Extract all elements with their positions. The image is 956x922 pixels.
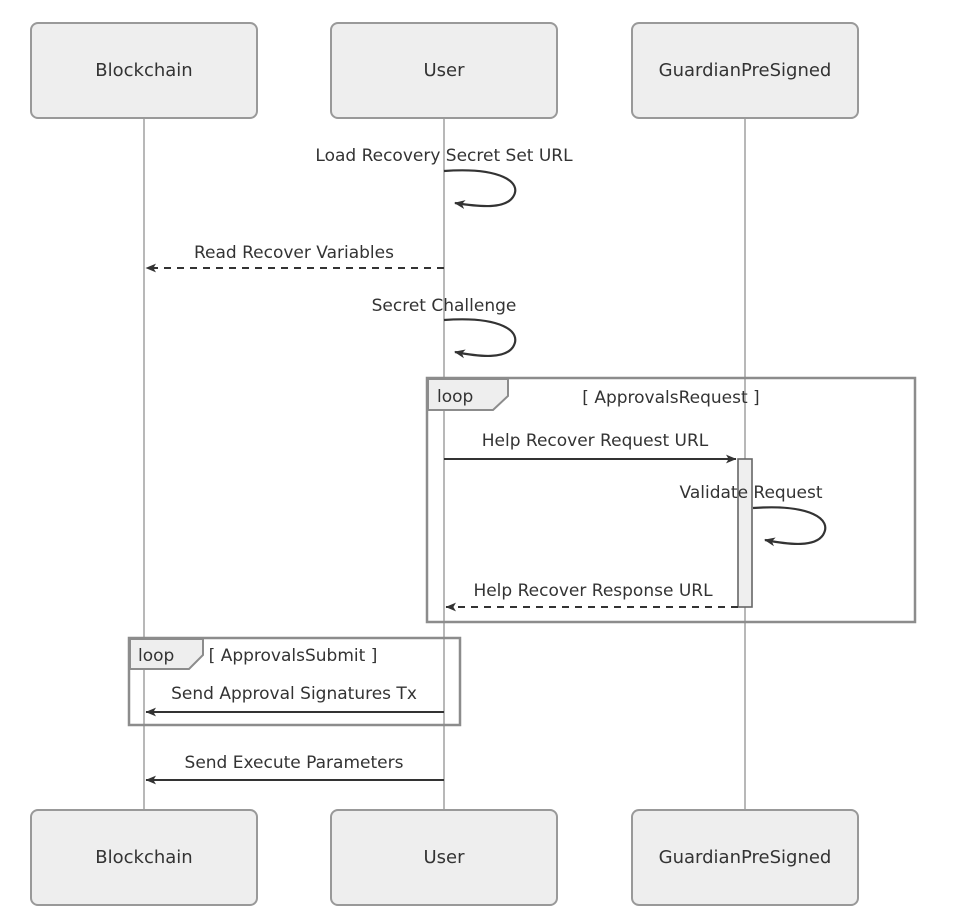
actor-box-rect	[631, 22, 859, 119]
message-send-approval-signatures-tx[interactable]: Send Approval Signatures Tx	[145, 684, 444, 717]
fragment-frame	[425, 376, 917, 624]
message-label: Read Recover Variables	[194, 243, 394, 263]
message-secret-challenge[interactable]: Secret Challenge	[372, 296, 517, 359]
fragment-condition-label: [ ApprovalsSubmit ]	[209, 646, 378, 666]
actor-header-user[interactable]: User	[330, 22, 558, 119]
lifelines	[143, 118, 746, 811]
message-label: Secret Challenge	[372, 296, 517, 316]
actor-box-rect	[631, 809, 859, 906]
actor-label-guardian-footer: GuardianPreSigned	[659, 847, 832, 868]
actor-box-rect	[30, 22, 258, 119]
actor-label-guardian: GuardianPreSigned	[659, 60, 832, 81]
fragment-frame	[127, 636, 462, 727]
message-label: Send Execute Parameters	[185, 753, 404, 773]
actor-header-blockchain[interactable]: Blockchain	[30, 22, 258, 119]
self-message-arc	[752, 506, 827, 547]
actor-label-user: User	[423, 60, 465, 81]
message-read-recover-variables[interactable]: Read Recover Variables	[145, 243, 444, 273]
actor-footer-user[interactable]: User	[330, 809, 558, 906]
actor-label-user-footer: User	[423, 847, 465, 868]
fragment-approvals-request[interactable]: loop [ ApprovalsRequest ]	[425, 376, 917, 624]
fragment-keyword-label: loop	[437, 387, 473, 407]
actor-footer-blockchain[interactable]: Blockchain	[30, 809, 258, 906]
self-message-arc	[443, 318, 517, 359]
fragment-approvals-submit[interactable]: loop [ ApprovalsSubmit ]	[127, 636, 462, 727]
actor-header-guardian[interactable]: GuardianPreSigned	[631, 22, 859, 119]
message-load-recovery-secret-set-url[interactable]: Load Recovery Secret Set URL	[315, 146, 573, 209]
message-label: Validate Request	[680, 483, 823, 503]
message-help-recover-response-url[interactable]: Help Recover Response URL	[445, 581, 738, 612]
actor-label-blockchain-footer: Blockchain	[95, 847, 192, 868]
actor-label-blockchain: Blockchain	[95, 60, 192, 81]
message-send-execute-parameters[interactable]: Send Execute Parameters	[145, 753, 444, 785]
self-message-arc	[443, 169, 517, 209]
actor-box-rect	[330, 809, 558, 906]
message-validate-request[interactable]: Validate Request	[680, 483, 827, 547]
fragment-tab	[427, 378, 509, 411]
actor-box-rect	[30, 809, 258, 906]
fragment-tab	[129, 638, 204, 670]
message-label: Load Recovery Secret Set URL	[315, 146, 573, 166]
message-label: Help Recover Response URL	[473, 581, 713, 601]
actor-footer-guardian[interactable]: GuardianPreSigned	[631, 809, 859, 906]
message-label: Send Approval Signatures Tx	[171, 684, 417, 704]
actor-box-rect	[330, 22, 558, 119]
activation-bar-guardian	[737, 458, 753, 608]
fragment-keyword-label: loop	[138, 646, 174, 666]
fragment-condition-label: [ ApprovalsRequest ]	[582, 388, 759, 408]
message-help-recover-request-url[interactable]: Help Recover Request URL	[444, 431, 737, 464]
message-label: Help Recover Request URL	[482, 431, 709, 451]
